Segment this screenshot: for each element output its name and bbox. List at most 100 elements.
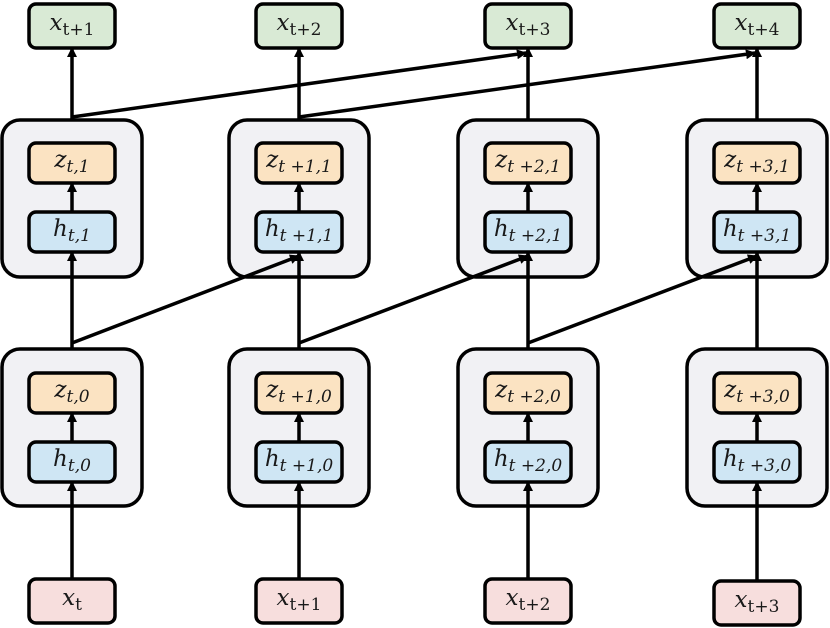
z-node-1-1-subscript: t +1,1 <box>278 157 332 177</box>
z-node-0-2: zt +2,0 <box>483 371 573 415</box>
z-node-0-3-box <box>712 371 802 415</box>
output-node-0-label: xt+1 <box>50 10 95 40</box>
arrows-layer <box>67 47 762 581</box>
h-node-0-1-box <box>254 440 344 484</box>
h-node-1-0-box <box>27 210 117 254</box>
input-node-2: xt+2 <box>483 577 573 625</box>
input-node-3-label: xt+3 <box>735 587 780 617</box>
z-node-0-0-box <box>27 371 117 415</box>
h-node-1-2-label: ht +2,1 <box>494 216 562 246</box>
h-node-1-0-subscript: t,1 <box>68 226 91 246</box>
h-node-1-0: ht,1 <box>27 210 117 254</box>
z-node-1-0: zt,1 <box>27 141 117 185</box>
input-node-2-label: xt+2 <box>506 585 551 615</box>
z-node-0-2-base: z <box>494 377 508 403</box>
input-node-1: xt+1 <box>254 577 344 625</box>
h-node-0-0-subscript: t,0 <box>68 456 91 476</box>
h-node-1-2-subscript: t +2,1 <box>509 226 563 246</box>
arrow-diag-layer0-0 <box>71 254 300 345</box>
input-node-2-subscript: t+2 <box>519 595 551 615</box>
h-node-0-0-base: h <box>53 446 68 472</box>
h-node-1-1-base: h <box>265 216 280 242</box>
cells-layer <box>0 118 829 508</box>
h-node-0-3: ht +3,0 <box>712 440 802 484</box>
z-node-1-0-box <box>27 141 117 185</box>
z-node-1-2-box <box>483 141 573 185</box>
output-node-2-label: xt+3 <box>506 10 551 40</box>
input-node-3-box <box>712 579 802 627</box>
z-node-0-2-label: zt +2,0 <box>494 377 561 407</box>
input-node-0: xt <box>27 577 117 625</box>
z-node-1-1-base: z <box>265 147 279 173</box>
input-node-3-subscript: t+3 <box>748 597 780 617</box>
h-node-1-2-box <box>483 210 573 254</box>
z-node-0-0-base: z <box>53 377 67 403</box>
h-node-1-3: ht +3,1 <box>712 210 802 254</box>
input-node-2-box <box>483 577 573 625</box>
h-node-0-2-box <box>483 440 573 484</box>
z-node-1-2-label: zt +2,1 <box>494 147 561 177</box>
h-node-0-0-box <box>27 440 117 484</box>
nodes-layer: zt,1ht,1zt +1,1ht +1,1zt +2,1ht +2,1zt +… <box>27 2 802 627</box>
output-node-1-subscript: t+2 <box>290 20 322 40</box>
h-node-0-1-base: h <box>265 446 280 472</box>
h-node-0-3-label: ht +3,0 <box>723 446 792 476</box>
input-node-3: xt+3 <box>712 579 802 627</box>
z-node-0-0-subscript: t,0 <box>67 387 90 407</box>
h-node-1-3-box <box>712 210 802 254</box>
input-node-1-label: xt+1 <box>277 585 322 615</box>
z-node-0-1-subscript: t +1,0 <box>278 387 332 407</box>
h-node-0-2-base: h <box>494 446 509 472</box>
output-node-3-subscript: t+4 <box>748 20 780 40</box>
h-node-0-3-base: h <box>723 446 738 472</box>
input-node-1-box <box>254 577 344 625</box>
output-node-3-label: xt+4 <box>735 10 780 40</box>
arrow-diag-layer1-0 <box>71 49 527 119</box>
z-node-0-1-base: z <box>265 377 279 403</box>
z-node-1-1-box <box>254 141 344 185</box>
h-node-0-2-subscript: t +2,0 <box>509 456 563 476</box>
output-node-0-base: x <box>50 10 63 36</box>
z-node-1-2-subscript: t +2,1 <box>507 157 561 177</box>
z-node-0-3-base: z <box>723 377 737 403</box>
z-node-0-2-box <box>483 371 573 415</box>
output-node-3: xt+4 <box>712 2 802 50</box>
input-node-3-base: x <box>735 587 748 613</box>
input-node-0-base: x <box>62 585 75 611</box>
h-node-0-3-box <box>712 440 802 484</box>
z-node-1-0-subscript: t,1 <box>67 157 90 177</box>
h-node-0-1-label: ht +1,0 <box>265 446 334 476</box>
z-node-0-3: zt +3,0 <box>712 371 802 415</box>
z-node-1-1: zt +1,1 <box>254 141 344 185</box>
z-node-0-0: zt,0 <box>27 371 117 415</box>
h-node-0-0: ht,0 <box>27 440 117 484</box>
z-node-0-0-label: zt,0 <box>53 377 89 407</box>
h-node-1-2: ht +2,1 <box>483 210 573 254</box>
h-node-1-3-subscript: t +3,1 <box>738 226 792 246</box>
output-node-2: xt+3 <box>483 2 573 50</box>
input-node-2-base: x <box>506 585 519 611</box>
z-node-1-3-box <box>712 141 802 185</box>
h-node-0-1-subscript: t +1,0 <box>280 456 334 476</box>
z-node-1-3-base: z <box>723 147 737 173</box>
output-node-0-box <box>27 2 117 50</box>
h-node-1-1-label: ht +1,1 <box>265 216 333 246</box>
h-node-0-3-subscript: t +3,0 <box>738 456 792 476</box>
z-node-1-3: zt +3,1 <box>712 141 802 185</box>
input-node-0-subscript: t <box>75 595 82 615</box>
h-node-1-3-label: ht +3,1 <box>723 216 791 246</box>
h-node-0-2-label: ht +2,0 <box>494 446 563 476</box>
z-node-0-2-subscript: t +2,0 <box>507 387 561 407</box>
output-node-0-subscript: t+1 <box>63 20 95 40</box>
output-node-2-box <box>483 2 573 50</box>
h-node-1-1-subscript: t +1,1 <box>280 226 334 246</box>
arrow-diag-layer0-1 <box>298 254 529 345</box>
output-node-3-base: x <box>735 10 748 36</box>
output-node-1-box <box>254 2 344 50</box>
z-node-0-1: zt +1,0 <box>254 371 344 415</box>
h-node-1-3-base: h <box>723 216 738 242</box>
h-node-0-0-label: ht,0 <box>53 446 91 476</box>
z-node-0-1-box <box>254 371 344 415</box>
h-node-0-1: ht +1,0 <box>254 440 344 484</box>
